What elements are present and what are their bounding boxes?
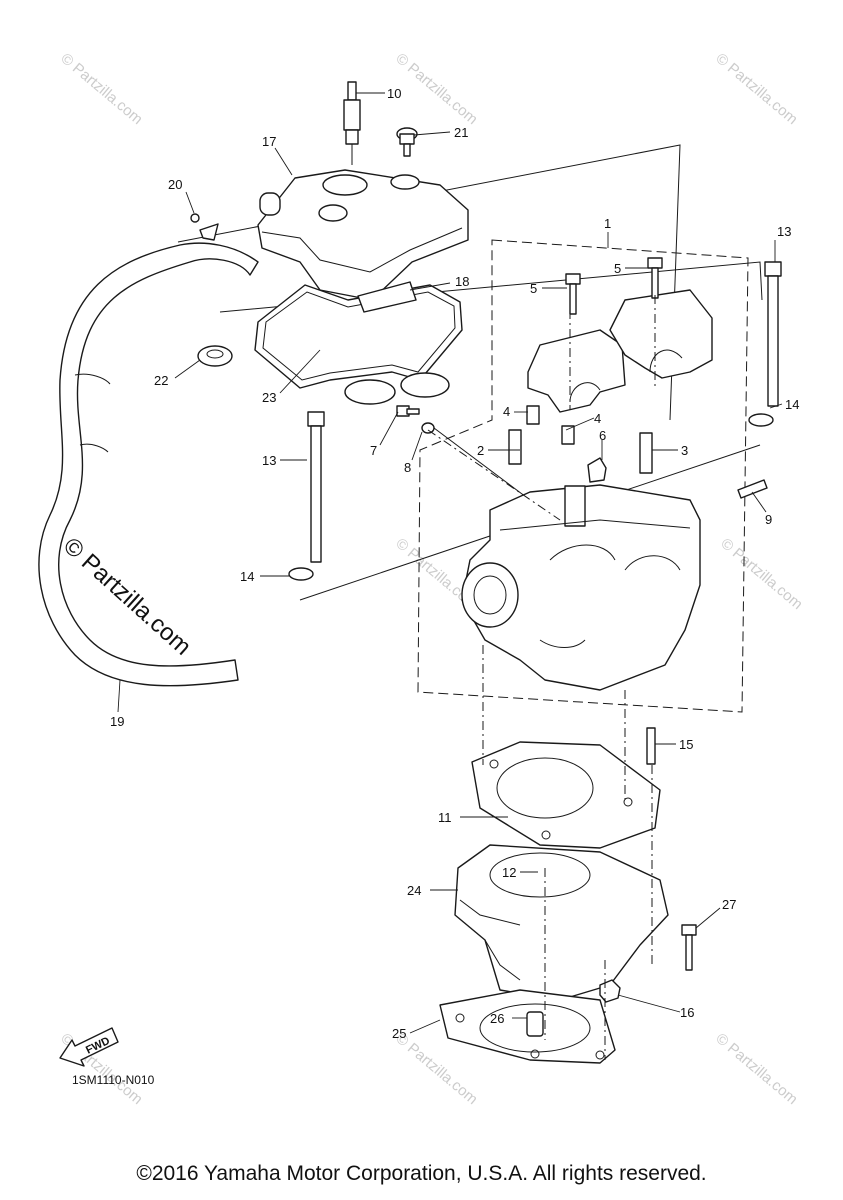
watermark: © Partzilla.com xyxy=(57,50,145,128)
watermark: © Partzilla.com xyxy=(392,50,480,128)
dowel-pin xyxy=(561,425,575,445)
bolt xyxy=(681,924,697,971)
spark-plug xyxy=(343,81,361,165)
callout-24: 24 xyxy=(407,883,421,898)
cylinder-head xyxy=(461,484,701,691)
plug xyxy=(587,457,607,483)
cylinder-head-gasket xyxy=(471,741,661,849)
cylinder-head-assembly-outline xyxy=(417,239,749,713)
callout-3: 3 xyxy=(681,443,688,458)
callout-20: 20 xyxy=(168,177,182,192)
callout-16: 16 xyxy=(680,1005,694,1020)
callout-26: 26 xyxy=(490,1011,504,1026)
callout-2: 2 xyxy=(477,443,484,458)
breather-hose xyxy=(38,242,259,687)
callout-8: 8 xyxy=(404,460,411,475)
callout-1: 1 xyxy=(604,216,611,231)
alignment-lines xyxy=(427,295,656,1060)
cylinder-stud xyxy=(646,727,656,765)
callout-13: 13 xyxy=(262,453,276,468)
callout-4: 4 xyxy=(503,404,510,419)
bolt-and-washer xyxy=(396,405,435,434)
callouts: 1 2 3 4 4 5 5 6 7 8 9 10 11 12 13 13 14 … xyxy=(110,86,799,1041)
callout-25: 25 xyxy=(392,1026,406,1041)
plate xyxy=(357,281,417,313)
dowel-pin xyxy=(526,405,540,425)
fwd-label: FWD xyxy=(84,1035,112,1057)
head-bolt-left xyxy=(307,411,325,563)
copyright-notice: ©2016 Yamaha Motor Corporation, U.S.A. A… xyxy=(136,1162,707,1185)
callout-6: 6 xyxy=(599,428,606,443)
callout-11: 11 xyxy=(438,810,452,825)
watermark: © Partzilla.com xyxy=(712,50,800,128)
callout-14: 14 xyxy=(240,569,254,584)
callout-4: 4 xyxy=(594,411,601,426)
watermark: © Partzilla.com xyxy=(712,1030,800,1108)
callout-9: 9 xyxy=(765,512,772,527)
valve-guide-exhaust xyxy=(639,432,653,474)
callout-19: 19 xyxy=(110,714,124,729)
head-cover-gasket xyxy=(254,284,463,405)
stud-bolt xyxy=(737,479,768,499)
camshaft-cap-right xyxy=(609,289,713,379)
cylinder xyxy=(454,844,669,1001)
callout-21: 21 xyxy=(454,125,468,140)
callout-23: 23 xyxy=(262,390,276,405)
nut xyxy=(599,979,621,1003)
callout-5: 5 xyxy=(614,261,621,276)
head-bolt-right xyxy=(764,261,782,407)
washer xyxy=(288,567,314,581)
washer xyxy=(748,413,774,427)
clip xyxy=(190,213,219,241)
diagram-code: 1SM1110-N010 xyxy=(72,1073,155,1087)
callout-14: 14 xyxy=(785,397,799,412)
dowel xyxy=(526,1011,544,1037)
callout-10: 10 xyxy=(387,86,401,101)
leader-lines xyxy=(117,92,783,1034)
watermark: © Partzilla.com xyxy=(717,535,805,613)
grommet xyxy=(197,345,233,367)
callout-5: 5 xyxy=(530,281,537,296)
callout-17: 17 xyxy=(262,134,276,149)
cylinder-head-cover xyxy=(257,169,469,301)
callout-27: 27 xyxy=(722,897,736,912)
camshaft-cap-left xyxy=(527,329,626,413)
callout-7: 7 xyxy=(370,443,377,458)
callout-12: 12 xyxy=(502,865,516,880)
cover-bolt xyxy=(396,127,418,157)
callout-15: 15 xyxy=(679,737,693,752)
callout-22: 22 xyxy=(154,373,168,388)
valve-guide-intake xyxy=(508,429,522,465)
callout-13: 13 xyxy=(777,224,791,239)
callout-18: 18 xyxy=(455,274,469,289)
